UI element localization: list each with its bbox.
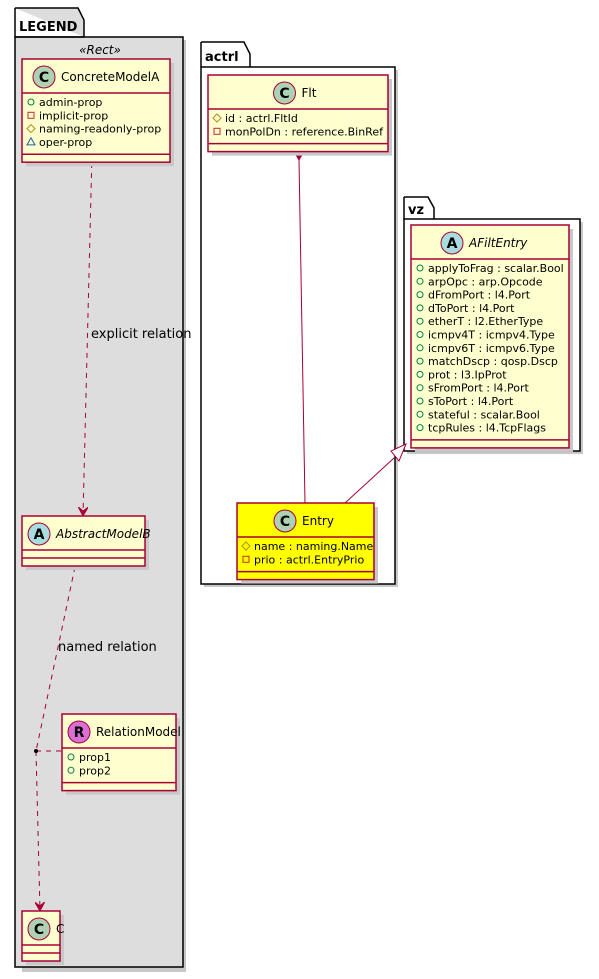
class-box xyxy=(410,224,570,449)
protected-visibility-icon xyxy=(26,123,36,134)
class-attribute: dFromPort : l4.Port xyxy=(428,289,531,302)
class-kind-letter: C xyxy=(39,70,49,86)
class-attribute: sFromPort : l4.Port xyxy=(428,382,530,395)
class-kind-badge-icon xyxy=(273,509,297,533)
private-visibility-icon xyxy=(242,555,250,563)
class-name: AFiltEntry xyxy=(468,236,528,250)
class-attribute: icmpv6T : icmpv6.Type xyxy=(428,342,555,355)
relation-inheritance-entry-afiltentry xyxy=(344,443,407,504)
class-kind-letter: A xyxy=(447,236,458,252)
class-attribute: stateful : scalar.Bool xyxy=(428,408,540,421)
class-attribute: etherT : l2.EtherType xyxy=(428,315,543,328)
class-kind-badge-icon xyxy=(440,231,464,255)
class-attribute: naming-readonly-prop xyxy=(39,123,161,136)
class-name: Entry xyxy=(302,514,334,528)
class-kind-letter: R xyxy=(74,725,85,741)
class-kind-badge-icon xyxy=(273,81,296,105)
class-name: RelationModel xyxy=(96,725,181,739)
class-box xyxy=(207,74,389,153)
public-visibility-icon xyxy=(416,397,424,405)
protected-visibility-icon xyxy=(212,113,222,123)
public-visibility-icon xyxy=(416,264,424,272)
class-kind-letter: C xyxy=(279,86,289,102)
class-name: AbstractModelB xyxy=(55,527,151,541)
public-visibility-icon xyxy=(416,410,424,418)
class-attribute: matchDscp : qosp.Dscp xyxy=(428,355,558,368)
public-visibility-icon xyxy=(416,331,424,338)
class-attribute: icmpv4T : icmpv4.Type xyxy=(428,329,555,342)
public-visibility-icon xyxy=(416,317,424,325)
class-name: C xyxy=(56,922,64,936)
class-kind-letter: C xyxy=(280,514,290,530)
class-name: Flt xyxy=(302,86,317,100)
public-visibility-icon xyxy=(416,384,424,392)
relation-explicit: explicit relation xyxy=(83,152,191,516)
public-visibility-icon xyxy=(416,424,424,432)
public-visibility-icon xyxy=(416,277,424,285)
class-attribute: name : naming.Name xyxy=(254,540,374,553)
class-attribute: oper-prop xyxy=(39,136,92,149)
class-attribute: tcpRules : l4.TcpFlags xyxy=(428,422,546,435)
class-kind-badge-icon xyxy=(32,65,56,89)
public-visibility-icon xyxy=(416,291,424,299)
class-abstract-model-b: A AbstractModelB xyxy=(21,515,151,570)
class-kind-letter: A xyxy=(34,527,45,543)
class-attribute: arpOpc : arp.Opcode xyxy=(428,275,543,288)
class-afilt-entry: A AFiltEntry applyToFrag : scalar.BoolarpO… xyxy=(410,224,573,452)
legend-stereotype: «Rect» xyxy=(79,43,121,57)
class-attribute: prot : l3.IpProt xyxy=(428,368,507,381)
protected-visibility-icon xyxy=(241,541,251,551)
public-visibility-icon xyxy=(416,344,424,352)
private-visibility-icon xyxy=(27,111,35,119)
public-visibility-icon xyxy=(67,753,75,761)
class-attribute: id : actrl.FltId xyxy=(225,112,298,125)
class-attribute: prop2 xyxy=(79,764,111,777)
class-attribute: prop1 xyxy=(79,751,111,764)
class-name: ConcreteModelA xyxy=(61,70,160,84)
relation-named: named relation xyxy=(34,566,157,911)
class-attribute: prio : actrl.EntryPrio xyxy=(254,553,364,566)
private-visibility-icon xyxy=(213,127,221,135)
class-kind-badge-icon xyxy=(27,522,51,546)
public-visibility-icon xyxy=(416,357,424,365)
class-kind-badge-icon xyxy=(67,720,91,744)
vz-package-title: vz xyxy=(408,203,424,218)
named-relation-label: named relation xyxy=(58,640,157,655)
legend-package-title: LEGEND xyxy=(19,20,78,35)
public-visibility-icon xyxy=(416,370,424,378)
class-attribute: sToPort : l4.Port xyxy=(428,395,514,408)
class-attribute: implicit-prop xyxy=(39,109,108,122)
package-visibility-icon xyxy=(26,136,36,146)
public-visibility-icon xyxy=(416,304,424,312)
class-attribute: dToPort : l4.Port xyxy=(428,302,515,315)
public-visibility-icon xyxy=(67,766,75,774)
actrl-package-title: actrl xyxy=(205,50,239,65)
class-kind-letter: C xyxy=(34,922,44,938)
class-box xyxy=(236,502,375,581)
class-attribute: applyToFrag : scalar.Bool xyxy=(428,262,564,275)
class-kind-badge-icon xyxy=(27,917,51,941)
explicit-relation-label: explicit relation xyxy=(91,327,191,342)
class-attribute: admin-prop xyxy=(39,96,102,109)
class-attribute: monPolDn : reference.BinRef xyxy=(225,125,384,138)
public-visibility-icon xyxy=(27,98,35,106)
class-concrete-model-a: C ConcreteModelA admin-propimplicit-propna… xyxy=(21,58,174,167)
